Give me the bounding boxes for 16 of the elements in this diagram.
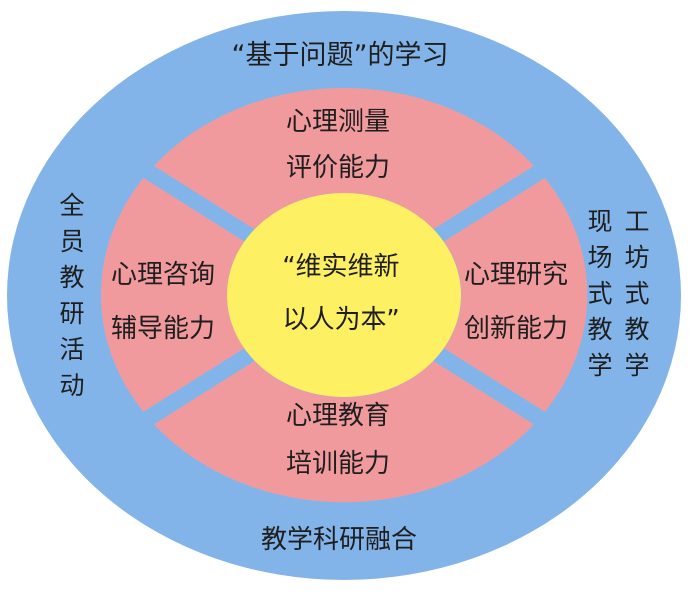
sector-label: 心理测量评价能力 [284,106,391,185]
ring-sector [101,178,244,412]
vertical-label: 现场式教学 [588,206,612,382]
ring-sector [444,178,587,412]
ring-sector [154,88,534,230]
center-motto: “维实维新以人为本” [281,251,401,337]
sector-label: 心理咨询辅导能力 [110,258,216,346]
ring-label: 教学科研融合 [261,524,417,557]
outer-ellipse [7,11,681,580]
vertical-label: 工坊式教学 [624,206,650,382]
ring-sector [154,360,534,502]
center-circle [227,193,461,397]
ring-label: “基于问题”的学习 [232,39,448,73]
sector-label: 心理教育培训能力 [284,400,391,481]
vertical-label: 全员教研活动 [60,190,84,402]
sector-label: 心理研究创新能力 [462,258,569,346]
